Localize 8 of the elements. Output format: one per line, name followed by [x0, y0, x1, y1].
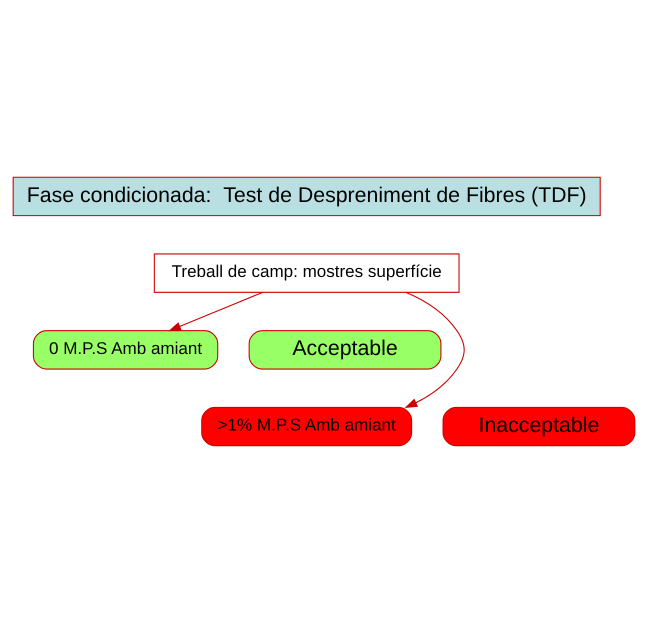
arrow: [404, 291, 465, 408]
node-box: Inacceptable: [442, 406, 636, 446]
node-box: Treball de camp: mostres superfície: [154, 252, 460, 292]
arrow: [168, 291, 263, 331]
node-box: 0 M.P.S Amb amiant: [32, 330, 218, 370]
node-box: Acceptable: [248, 330, 442, 370]
node-box: Fase condicionada: Test de Despreniment de Fibres (TDF): [12, 176, 601, 216]
node-box: >1% M.P.S Amb amiant: [201, 406, 412, 446]
